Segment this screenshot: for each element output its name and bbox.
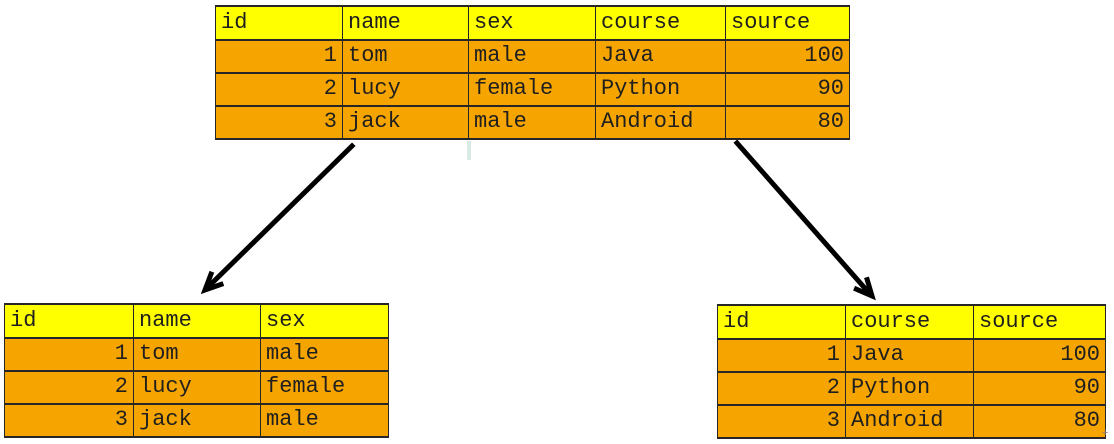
table-cell: female (260, 370, 389, 405)
table-cell: 2 (717, 371, 846, 406)
right-split-table: id course source 1 Java 100 2 Python 90 … (717, 304, 1106, 439)
header-cell: id (4, 303, 134, 339)
plus-mark-artifact: + (1102, 427, 1109, 439)
table-cell: jack (342, 105, 469, 140)
header-cell: source (973, 304, 1106, 340)
header-cell: id (717, 304, 846, 340)
table-cell: 80 (725, 105, 850, 140)
header-cell: sex (468, 5, 596, 41)
header-cell: name (133, 303, 261, 339)
table-cell: 3 (215, 105, 343, 140)
header-cell: sex (260, 303, 389, 339)
table-cell: lucy (342, 72, 469, 107)
table-row: 3 jack male (4, 403, 389, 438)
split-arrow-down-right-icon (733, 139, 876, 301)
table-cell: 80 (973, 404, 1106, 439)
table-cell: Python (845, 371, 974, 406)
table-row: 2 Python 90 (717, 371, 1106, 406)
table-row: 1 tom male (4, 337, 389, 372)
table-cell: 100 (725, 39, 850, 74)
right-table-header-row: id course source (717, 304, 1106, 340)
header-cell: name (342, 5, 469, 41)
table-row: 2 lucy female Python 90 (215, 72, 850, 107)
table-cell: 1 (215, 39, 343, 74)
header-cell: course (845, 304, 974, 340)
table-cell: jack (133, 403, 261, 438)
table-row: 2 lucy female (4, 370, 389, 405)
left-table-header-row: id name sex (4, 303, 389, 339)
table-cell: Java (845, 338, 974, 373)
table-cell: Android (595, 105, 726, 140)
table-cell: 3 (717, 404, 846, 439)
left-split-table: id name sex 1 tom male 2 lucy female 3 j… (4, 303, 389, 438)
table-cell: 1 (4, 337, 134, 372)
table-cell: 2 (215, 72, 343, 107)
split-arrow-down-left-icon (200, 142, 356, 295)
table-cell: male (260, 403, 389, 438)
main-table: id name sex course source 1 tom male Jav… (215, 5, 850, 140)
table-cell: 2 (4, 370, 134, 405)
table-cell: 100 (973, 338, 1106, 373)
header-cell: id (215, 5, 343, 41)
table-row: 1 Java 100 (717, 338, 1106, 373)
table-cell: male (468, 39, 596, 74)
table-cell: 90 (973, 371, 1106, 406)
main-table-header-row: id name sex course source (215, 5, 850, 41)
table-cell: 90 (725, 72, 850, 107)
table-row: 3 Android 80 (717, 404, 1106, 439)
table-cell: female (468, 72, 596, 107)
header-cell: course (595, 5, 726, 41)
table-cell: Java (595, 39, 726, 74)
table-cell: tom (342, 39, 469, 74)
text-caret-artifact (467, 141, 471, 160)
header-cell: source (725, 5, 850, 41)
table-cell: male (468, 105, 596, 140)
table-row: 1 tom male Java 100 (215, 39, 850, 74)
table-cell: 3 (4, 403, 134, 438)
table-row: 3 jack male Android 80 (215, 105, 850, 140)
table-cell: lucy (133, 370, 261, 405)
table-cell: male (260, 337, 389, 372)
table-cell: tom (133, 337, 261, 372)
table-cell: 1 (717, 338, 846, 373)
table-cell: Python (595, 72, 726, 107)
table-cell: Android (845, 404, 974, 439)
